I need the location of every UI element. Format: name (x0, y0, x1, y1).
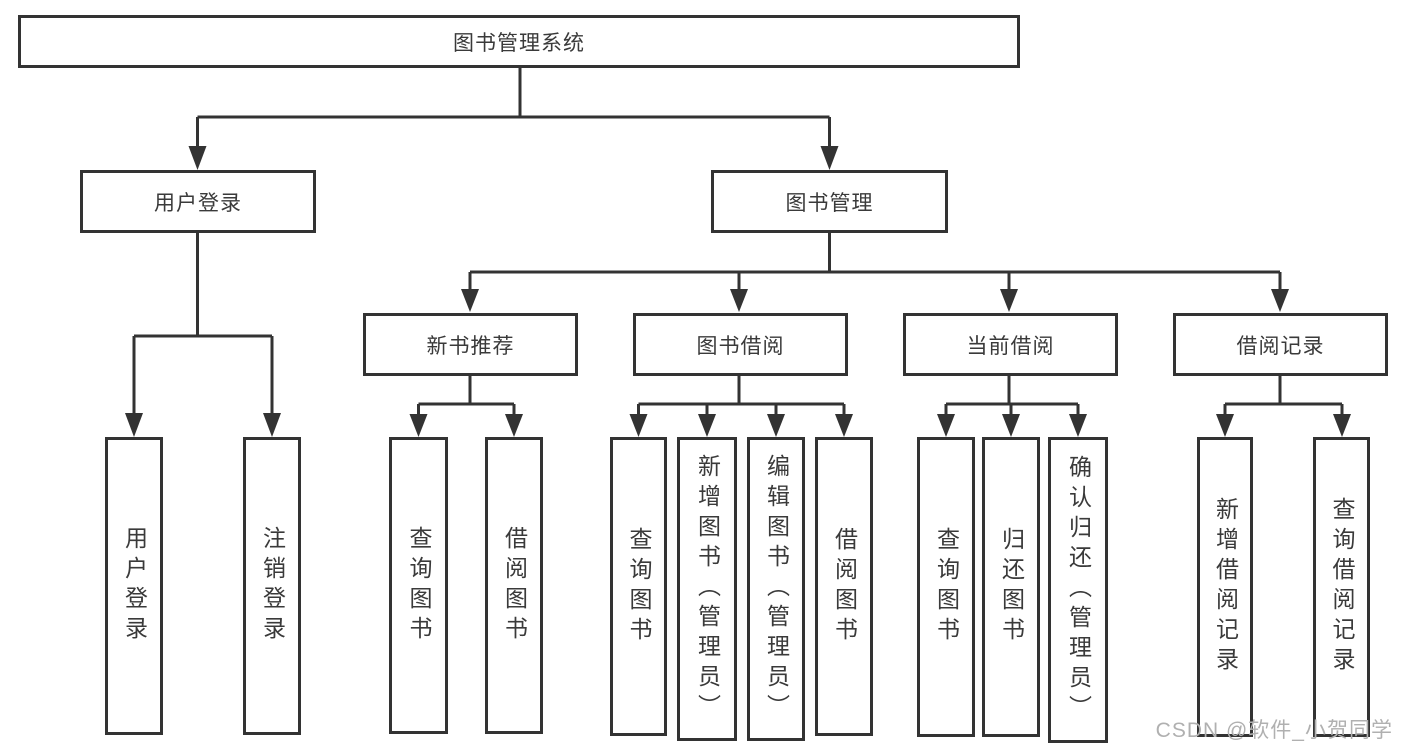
connector-current-borrowing (937, 376, 1087, 437)
leaf-edit-book-admin: 编辑图书（管理员） (747, 437, 805, 741)
node-label: 查询图书 (933, 527, 960, 647)
leaf-borrow-books: 借阅图书 (815, 437, 873, 736)
node-label: 图书管理系统 (453, 31, 585, 55)
leaf-query-borrow-record: 查询借阅记录 (1313, 437, 1370, 737)
connector-root (188, 68, 839, 170)
node-borrowing-records: 借阅记录 (1173, 313, 1388, 376)
connector-book-borrowing (629, 376, 853, 437)
connector-borrowing-records (1216, 376, 1351, 437)
leaf-borrow-books-recommend: 借阅图书 (485, 437, 543, 734)
node-label: 借阅图书 (831, 526, 858, 647)
node-label: 新增借阅记录 (1212, 497, 1239, 677)
node-label: 新书推荐 (426, 334, 515, 358)
node-book-borrowing: 图书借阅 (633, 313, 848, 376)
leaf-query-books-recommend: 查询图书 (389, 437, 448, 734)
connector-user-login (125, 233, 281, 437)
leaf-query-books-current: 查询图书 (917, 437, 975, 737)
connector-book-management (461, 233, 1289, 312)
csdn-watermark: CSDN @软件_小贺同学 (1155, 719, 1393, 742)
node-label: 注销登录 (259, 526, 286, 646)
leaf-add-book-admin: 新增图书（管理员） (677, 437, 737, 741)
leaf-confirm-return-admin: 确认归还（管理员） (1048, 437, 1108, 743)
node-book-management: 图书管理 (711, 170, 948, 233)
node-current-borrowing: 当前借阅 (903, 313, 1118, 376)
node-new-book-recommendation: 新书推荐 (363, 313, 578, 376)
leaf-query-books-borrow: 查询图书 (610, 437, 667, 736)
node-label: 新增图书（管理员） (694, 454, 721, 724)
node-library-management-system: 图书管理系统 (18, 15, 1020, 68)
node-label: 借阅图书 (501, 525, 528, 646)
leaf-add-borrow-record: 新增借阅记录 (1197, 437, 1253, 737)
node-label: 当前借阅 (966, 334, 1055, 358)
node-label: 用户登录 (121, 526, 148, 646)
leaf-user-login: 用户登录 (105, 437, 163, 735)
leaf-return-books: 归还图书 (982, 437, 1040, 737)
node-label: 用户登录 (154, 191, 242, 215)
node-label: 归还图书 (998, 527, 1025, 647)
leaf-logout: 注销登录 (243, 437, 301, 735)
node-label: 编辑图书（管理员） (763, 454, 790, 724)
node-user-login: 用户登录 (80, 170, 316, 233)
node-label: 查询图书 (626, 526, 652, 647)
node-label: 查询图书 (406, 525, 432, 646)
node-label: 图书管理 (785, 191, 874, 215)
connector-new-book-recommendation (409, 376, 523, 437)
node-label: 图书借阅 (696, 334, 785, 358)
node-label: 查询借阅记录 (1329, 497, 1355, 677)
node-label: 借阅记录 (1236, 334, 1325, 358)
node-label: 确认归还（管理员） (1065, 455, 1092, 725)
